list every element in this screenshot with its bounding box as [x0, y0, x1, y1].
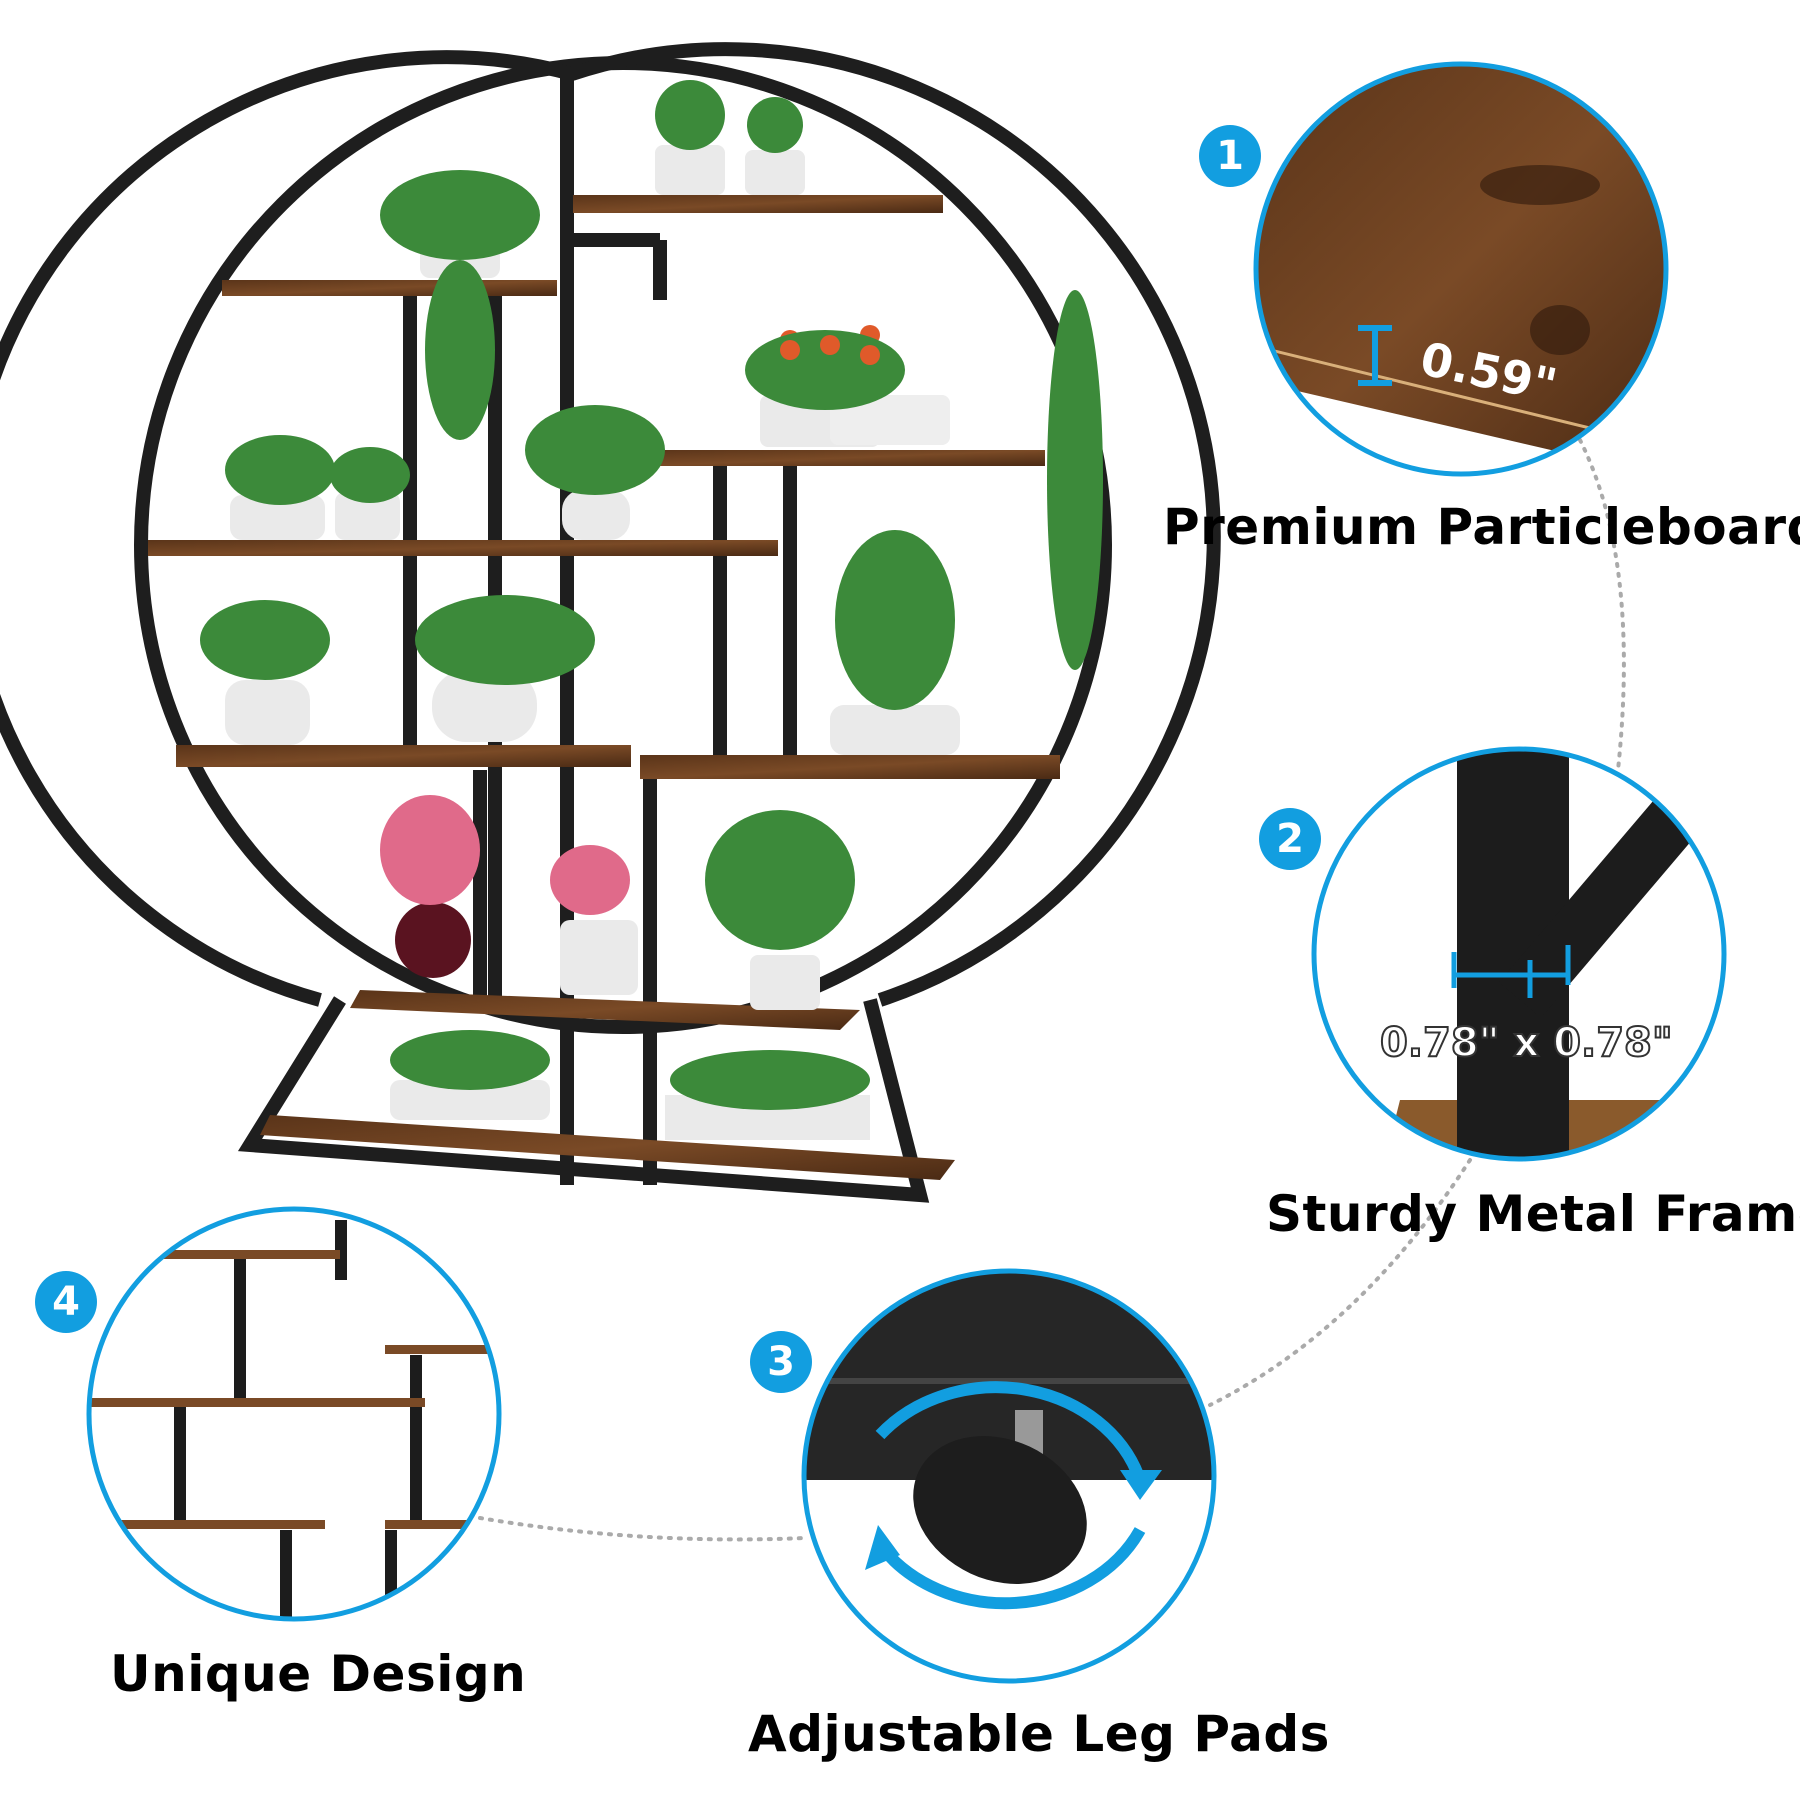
feature-badge-2: 2	[1259, 808, 1321, 870]
plant-stand-shelf	[0, 42, 1221, 1203]
unique-design-detail	[90, 1210, 498, 1618]
feature-badge-4: 4	[35, 1271, 97, 1333]
feature-badge-1: 1	[1199, 125, 1261, 187]
feature-title-3: Adjustable Leg Pads	[748, 1705, 1330, 1763]
thickness-marker-icon	[1358, 325, 1392, 386]
width-marker-icon	[1451, 945, 1571, 998]
frame-measurement: 0.78" x 0.78"	[1379, 1019, 1674, 1067]
dotted-connector-lines	[478, 438, 1626, 1542]
rotate-arrows-icon	[875, 1381, 1146, 1610]
feature-title-4: Unique Design	[110, 1645, 527, 1703]
feature-badge-3: 3	[750, 1331, 812, 1393]
metal-frame-detail	[1315, 750, 1723, 1158]
potted-plants	[200, 80, 1103, 1140]
feature-title-2: Sturdy Metal Frame	[1266, 1185, 1800, 1243]
feature-title-1: Premium Particleboard	[1163, 498, 1800, 556]
